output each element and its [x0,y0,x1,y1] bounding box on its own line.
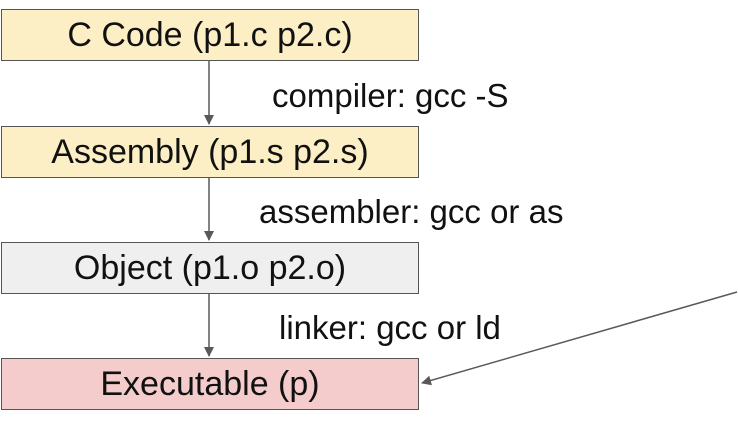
step-label-compiler: compiler: gcc -S [272,77,509,114]
stage-label-c-code: C Code (p1.c p2.c) [67,16,353,54]
stage-label-object: Object (p1.o p2.o) [73,249,347,287]
step-label-assembler: assembler: gcc or as [259,193,564,230]
step-label-linker: linker: gcc or ld [279,309,501,346]
stage-label-executable: Executable (p) [100,365,320,403]
arrow-external-to-executable [421,291,738,386]
stage-box-object: Object (p1.o p2.o) [1,242,419,294]
stage-box-assembly: Assembly (p1.s p2.s) [1,126,419,178]
stage-label-assembly: Assembly (p1.s p2.s) [51,133,369,171]
stage-box-c-code: C Code (p1.c p2.c) [1,9,419,61]
stage-box-executable: Executable (p) [1,358,419,410]
